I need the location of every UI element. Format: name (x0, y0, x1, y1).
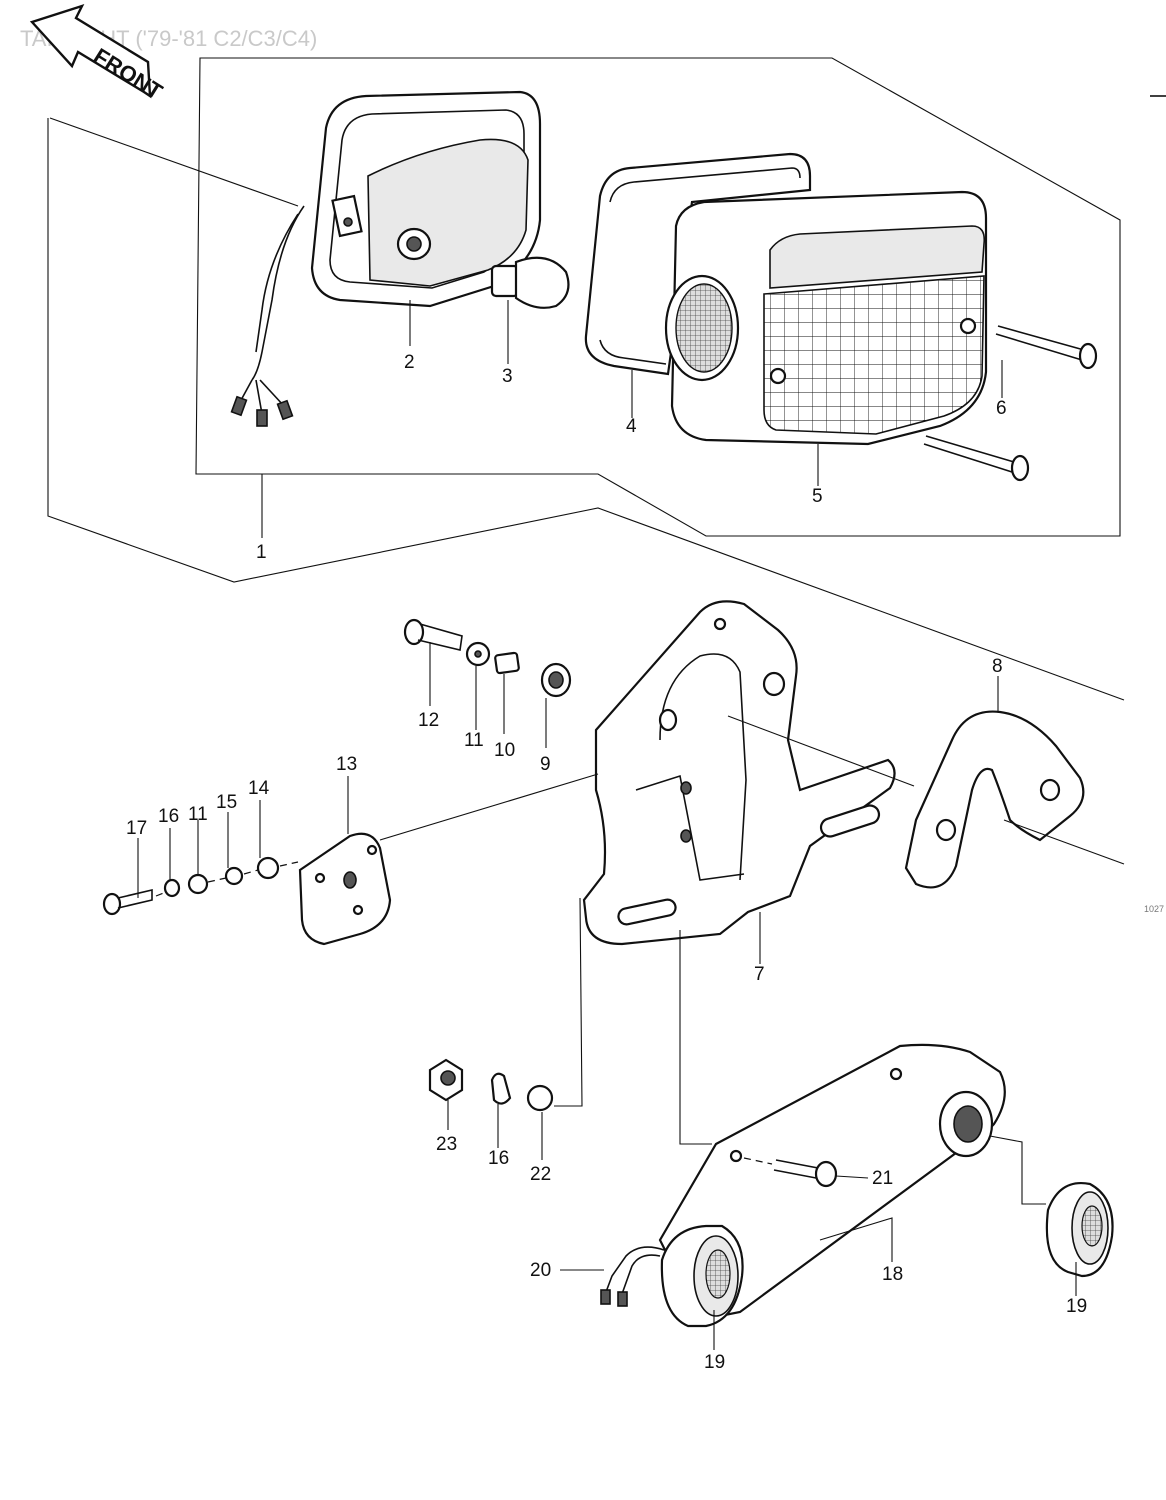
callout-2: 2 (404, 352, 415, 373)
bolt-axis (554, 897, 583, 1107)
callout-5: 5 (812, 486, 823, 507)
plate-axis (155, 861, 299, 897)
callout-16-lower: 16 (488, 1148, 509, 1169)
callout-9: 9 (540, 754, 551, 775)
callout-11-lower: 11 (188, 804, 208, 825)
leader-lines (137, 300, 1077, 1350)
bulb (490, 256, 570, 309)
reflector-right (1045, 1181, 1114, 1278)
reflector-right-axis (989, 1135, 1046, 1205)
assembly-frame (195, 57, 1121, 537)
callout-4: 4 (626, 416, 637, 437)
callout-8: 8 (992, 656, 1003, 677)
reflector-screw (743, 1157, 838, 1188)
lens-screw-lower (923, 435, 1030, 482)
taillight-lens (664, 190, 988, 446)
nut (428, 1058, 464, 1102)
lens-screw-upper (995, 325, 1098, 370)
callout-23: 23 (436, 1134, 457, 1155)
mounting-plate (298, 773, 599, 946)
callout-18: 18 (882, 1264, 903, 1285)
callout-7: 7 (754, 964, 765, 985)
lens-gasket (584, 152, 812, 376)
washer (526, 1084, 554, 1112)
bracket-brace (727, 710, 1125, 889)
license-plate-bracket (582, 600, 896, 946)
callout-17: 17 (126, 818, 147, 839)
plate-bolt (102, 888, 153, 916)
callout-11-upper: 11 (464, 730, 484, 751)
callout-21: 21 (872, 1168, 893, 1189)
plate-spacer (224, 866, 244, 886)
callout-22: 22 (530, 1164, 551, 1185)
taillight-housing (310, 90, 542, 308)
callout-6: 6 (996, 398, 1007, 419)
callout-3: 3 (502, 366, 513, 387)
rubber-grommet (540, 662, 572, 698)
callout-14: 14 (248, 778, 270, 799)
leader-line (49, 117, 299, 207)
callout-10: 10 (494, 740, 515, 761)
plate-flat-washer (187, 873, 209, 895)
callout-19-left: 19 (704, 1352, 725, 1373)
callout-15: 15 (216, 792, 237, 813)
callout-12: 12 (418, 710, 439, 731)
callout-16-upper: 16 (158, 806, 179, 827)
assembly-bracket-line (47, 118, 1125, 701)
lock-washer (490, 1072, 512, 1105)
callout-19-right: 19 (1066, 1296, 1087, 1317)
plate-washer (256, 856, 280, 880)
side-code: 1027 (1144, 904, 1164, 914)
callout-13: 13 (336, 754, 357, 775)
mounting-bolt (403, 618, 463, 651)
reflector-wire (600, 1246, 665, 1307)
callout-1: 1 (256, 542, 267, 563)
callout-20: 20 (530, 1260, 551, 1281)
reflector-left (660, 1224, 744, 1328)
plate-lock-washer (163, 878, 181, 898)
front-arrow-icon: FRONT (29, 3, 167, 105)
spacer-collar (494, 651, 520, 675)
bracket-axis (679, 930, 712, 1145)
callout-labels: 1 2 3 4 5 6 7 8 9 10 11 11 12 13 14 15 1… (126, 352, 1087, 1373)
wire-harness (230, 205, 305, 427)
